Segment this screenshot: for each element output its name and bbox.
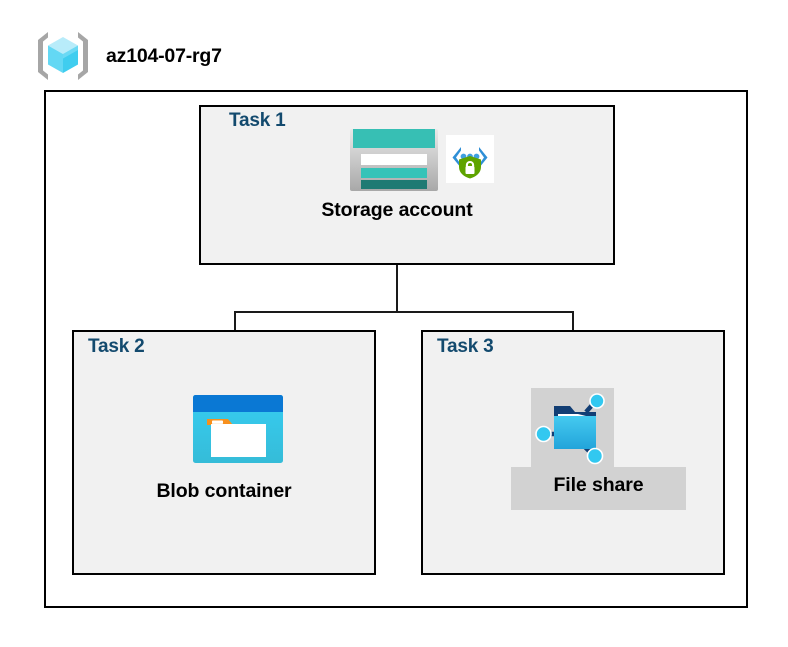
resource-group-header: az104-07-rg7 [34,26,374,86]
resource-group-cube-icon [34,28,92,84]
task-3-label: Task 3 [437,336,494,357]
blob-container-icon [192,394,284,464]
connector-storage-down [396,265,398,313]
file-share-icon [534,390,612,466]
storage-account-icon [348,125,440,195]
storage-account-label: Storage account [321,199,473,221]
secured-endpoint-shield-icon [446,135,494,183]
file-share-label: File share [553,474,644,496]
task-2-label: Task 2 [88,336,145,357]
blob-container-label: Blob container [156,480,292,502]
task-1-label: Task 1 [229,110,286,131]
file-share-text-highlight [511,467,686,510]
connector-horizontal-bus [234,311,574,313]
resource-group-name: az104-07-rg7 [106,44,222,67]
